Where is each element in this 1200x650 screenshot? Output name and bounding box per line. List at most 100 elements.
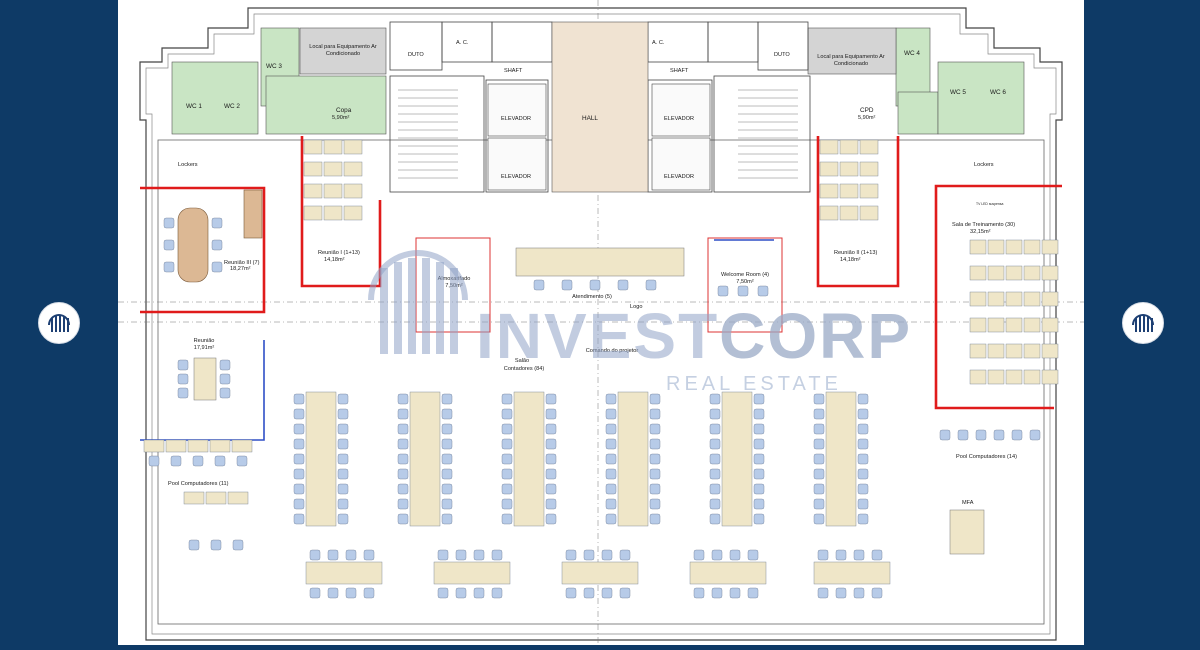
chair — [709, 408, 721, 420]
label-atendimento: Atendimento (5) — [572, 294, 612, 300]
label-salao: Salão — [515, 358, 529, 364]
label-ac-unit-right: A. C. — [652, 40, 665, 46]
label-wc4: WC 4 — [904, 50, 920, 57]
chair — [589, 279, 601, 291]
chair — [441, 393, 453, 405]
meeting-table-reuniao — [193, 357, 217, 401]
chair — [729, 587, 741, 599]
chair — [857, 393, 869, 405]
chair — [337, 438, 349, 450]
chair — [441, 468, 453, 480]
chair — [219, 373, 231, 385]
desk — [859, 183, 879, 199]
chair — [605, 513, 617, 525]
desk — [969, 317, 987, 333]
chair — [397, 438, 409, 450]
chair — [753, 438, 765, 450]
label-reuniao-i-area: 14,18m² — [324, 257, 345, 263]
room-labels: WC 1 WC 2 WC 3 WC 4 WC 5 WC 6 Local para… — [168, 40, 1017, 506]
chair — [583, 549, 595, 561]
chair — [711, 549, 723, 561]
desk — [165, 439, 187, 453]
desk — [1023, 239, 1041, 255]
chair — [293, 513, 305, 525]
chair — [817, 549, 829, 561]
chair — [583, 587, 595, 599]
watermark-name: INVESTCORP — [476, 300, 912, 372]
chair — [813, 513, 825, 525]
watermark-building-icon — [368, 250, 468, 354]
chair — [565, 587, 577, 599]
counter-atendimento — [515, 247, 685, 277]
chair — [857, 513, 869, 525]
chair — [337, 393, 349, 405]
chair — [545, 393, 557, 405]
desk — [1023, 291, 1041, 307]
chair — [693, 587, 705, 599]
chair — [709, 498, 721, 510]
label-wc5: WC 5 — [950, 89, 966, 96]
chair — [337, 468, 349, 480]
chair — [337, 513, 349, 525]
desk — [205, 491, 227, 505]
chair — [813, 438, 825, 450]
chair — [561, 279, 573, 291]
chair — [397, 483, 409, 495]
label-duto-left: DUTO — [408, 52, 424, 58]
desk — [303, 205, 323, 221]
chair — [327, 587, 339, 599]
desk — [323, 139, 343, 155]
desk — [819, 139, 839, 155]
label-wc6: WC 6 — [990, 89, 1006, 96]
label-elevador-2: ELEVADOR — [501, 174, 531, 180]
chair — [188, 539, 200, 551]
chair — [605, 468, 617, 480]
chair — [709, 483, 721, 495]
label-copa-area: 5,90m² — [332, 115, 350, 121]
chair — [857, 453, 869, 465]
chair — [565, 549, 577, 561]
desk — [987, 291, 1005, 307]
desk — [839, 139, 859, 155]
chair — [605, 423, 617, 435]
desk — [617, 391, 649, 527]
chair — [473, 587, 485, 599]
desk — [1041, 291, 1059, 307]
chair — [753, 408, 765, 420]
desk — [1005, 265, 1023, 281]
desk — [1041, 239, 1059, 255]
desk — [227, 491, 249, 505]
chair — [211, 217, 223, 229]
chair — [813, 423, 825, 435]
desk — [721, 391, 753, 527]
chair — [397, 423, 409, 435]
previous-slide-button[interactable] — [38, 302, 80, 344]
next-slide-button[interactable] — [1122, 302, 1164, 344]
chair — [1011, 429, 1023, 441]
chair — [747, 549, 759, 561]
desk — [343, 161, 363, 177]
chair — [545, 423, 557, 435]
chair — [337, 453, 349, 465]
chair — [605, 453, 617, 465]
chair — [163, 261, 175, 273]
label-sala-treinamento-area: 32,15m² — [970, 229, 991, 235]
desk — [183, 491, 205, 505]
desk — [839, 205, 859, 221]
chair — [817, 587, 829, 599]
chair — [857, 483, 869, 495]
chair — [533, 279, 545, 291]
chair — [545, 453, 557, 465]
desk — [1005, 239, 1023, 255]
chair — [236, 455, 248, 467]
desk — [323, 183, 343, 199]
desk — [343, 183, 363, 199]
desk — [987, 317, 1005, 333]
chair — [545, 408, 557, 420]
chair — [501, 438, 513, 450]
chair — [219, 387, 231, 399]
label-shaft-left: SHAFT — [504, 68, 523, 74]
chair — [177, 373, 189, 385]
chair — [709, 438, 721, 450]
